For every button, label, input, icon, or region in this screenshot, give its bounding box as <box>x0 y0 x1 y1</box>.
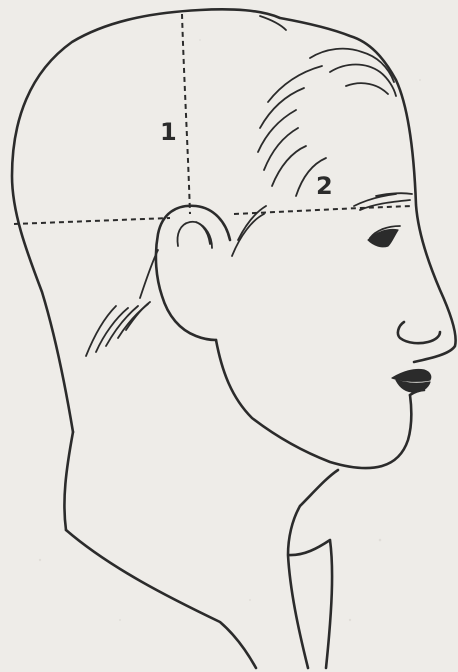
throat-line <box>300 470 338 506</box>
eye <box>368 229 398 246</box>
ear-outer <box>156 206 230 340</box>
hair-strands <box>258 16 396 196</box>
nose <box>398 322 440 343</box>
ear-inner <box>178 222 213 248</box>
region-label-2: 2 <box>316 172 333 200</box>
collar-line <box>66 530 256 668</box>
mouth-upper <box>392 369 431 381</box>
horizontal-dashed-line <box>14 206 412 224</box>
region-label-1: 1 <box>160 118 177 146</box>
paper-texture <box>29 39 421 621</box>
vertical-dashed-line <box>182 14 190 214</box>
jaw-line <box>216 340 411 468</box>
shirt-collar-front <box>288 506 332 668</box>
neck-back-line <box>64 432 73 530</box>
nape-hair-strands <box>86 250 158 356</box>
